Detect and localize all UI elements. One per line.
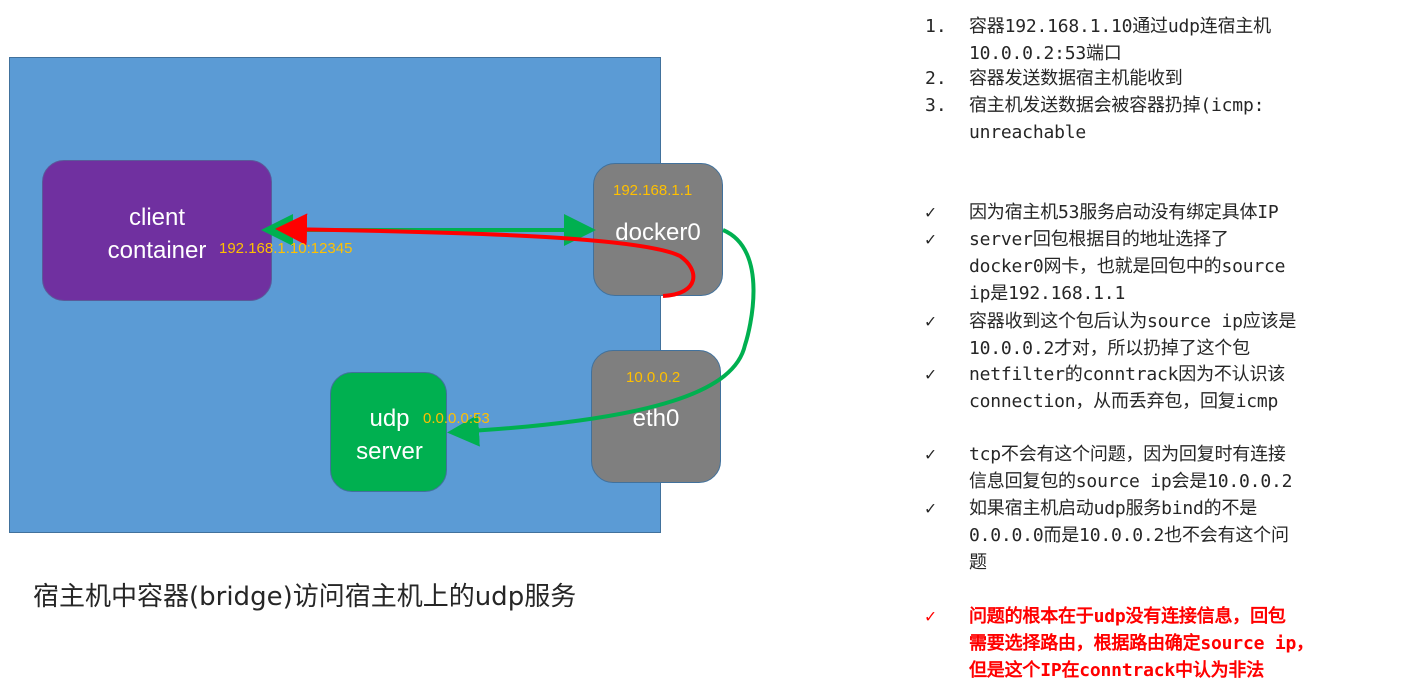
item-line: ip是192.168.1.1 xyxy=(969,283,1126,304)
item-line: 宿主机发送数据会被容器扔掉(icmp: xyxy=(969,95,1265,116)
diagram-caption: 宿主机中容器(bridge)访问宿主机上的udp服务 xyxy=(33,582,577,612)
eth0-ip-label: 10.0.0.2 xyxy=(626,369,681,386)
check-item: ✓ 如果宿主机启动udp服务bind的不是 0.0.0.0而是10.0.0.2也不… xyxy=(925,495,1413,576)
item-line: 因为宿主机53服务启动没有绑定具体IP xyxy=(969,202,1279,223)
udp-title-line1: udp xyxy=(369,405,410,432)
udp-server-ip-label: 0.0.0.0:53 xyxy=(423,410,490,427)
check-item: ✓ netfilter的conntrack因为不认识该 connection，从而… xyxy=(925,361,1413,415)
check-icon: ✓ xyxy=(925,229,936,250)
client-title-line2: container xyxy=(107,237,207,264)
check-icon: ✓ xyxy=(925,444,936,465)
conclusion-line: 但是这个IP在conntrack中认为非法 xyxy=(969,660,1265,681)
item-number: 1. xyxy=(925,16,947,37)
item-line: 容器收到这个包后认为source ip应该是 xyxy=(969,311,1297,332)
client-title-line1: client xyxy=(128,204,186,231)
item-line: 容器192.168.1.10通过udp连宿主机 xyxy=(969,16,1271,37)
client-ip-label: 192.168.1.10:12345 xyxy=(219,240,353,257)
item-line: 10.0.0.2:53端口 xyxy=(969,43,1122,64)
docker0-ip-label: 192.168.1.1 xyxy=(613,182,693,199)
check-item: ✓ tcp不会有这个问题，因为回复时有连接信息回复包的source ip会是10… xyxy=(925,441,1413,495)
item-line: tcp不会有这个问题，因为回复时有连接 xyxy=(969,444,1286,465)
check-item: ✓ server回包根据目的地址选择了 docker0网卡，也就是回包中的sour… xyxy=(925,226,1413,307)
conclusion-item: ✓ 问题的根本在于udp没有连接信息，回包需要选择路由，根据路由确定source… xyxy=(925,603,1413,684)
client-container-title: client container xyxy=(99,201,215,267)
item-line: unreachable xyxy=(969,122,1087,143)
item-line: connection，从而丢弃包，回复icmp xyxy=(969,391,1279,412)
check-icon: ✓ xyxy=(925,498,936,519)
numbered-item: 3. 宿主机发送数据会被容器扔掉(icmp: unreachable xyxy=(925,92,1413,146)
udp-server-node: udp server xyxy=(330,372,447,492)
docker0-title: docker0 xyxy=(615,219,701,246)
check-item: ✓ 容器收到这个包后认为source ip应该是 10.0.0.2才对，所以扔掉了… xyxy=(925,308,1413,362)
check-item: ✓ 因为宿主机53服务启动没有绑定具体IP xyxy=(925,199,1413,226)
item-line: 10.0.0.2才对，所以扔掉了这个包 xyxy=(969,338,1250,359)
item-number: 2. xyxy=(925,68,947,89)
numbered-item: 2. 容器发送数据宿主机能收到 xyxy=(925,65,1413,92)
udp-server-title: udp server xyxy=(331,402,448,468)
conclusion-line: 需要选择路由，根据路由确定source ip， xyxy=(969,633,1314,654)
numbered-item: 1. 容器192.168.1.10通过udp连宿主机 10.0.0.2:53端口 xyxy=(925,13,1413,67)
check-icon: ✓ xyxy=(925,606,936,627)
item-line: 容器发送数据宿主机能收到 xyxy=(969,68,1183,89)
item-line: netfilter的conntrack因为不认识该 xyxy=(969,364,1286,385)
item-line: server回包根据目的地址选择了 xyxy=(969,229,1229,250)
check-icon: ✓ xyxy=(925,202,936,223)
item-line: 题 xyxy=(969,552,987,573)
item-line: 如果宿主机启动udp服务bind的不是 xyxy=(969,498,1258,519)
item-line: docker0网卡，也就是回包中的source xyxy=(969,256,1286,277)
conclusion-line: 问题的根本在于udp没有连接信息，回包 xyxy=(969,606,1286,627)
item-line: 信息回复包的source ip会是10.0.0.2 xyxy=(969,471,1293,492)
eth0-title: eth0 xyxy=(632,405,680,432)
check-icon: ✓ xyxy=(925,364,936,385)
item-number: 3. xyxy=(925,95,947,116)
client-container-node: client container xyxy=(42,160,272,301)
check-icon: ✓ xyxy=(925,311,936,332)
item-line: 0.0.0.0而是10.0.0.2也不会有这个问 xyxy=(969,525,1289,546)
udp-title-line2: server xyxy=(356,438,423,465)
